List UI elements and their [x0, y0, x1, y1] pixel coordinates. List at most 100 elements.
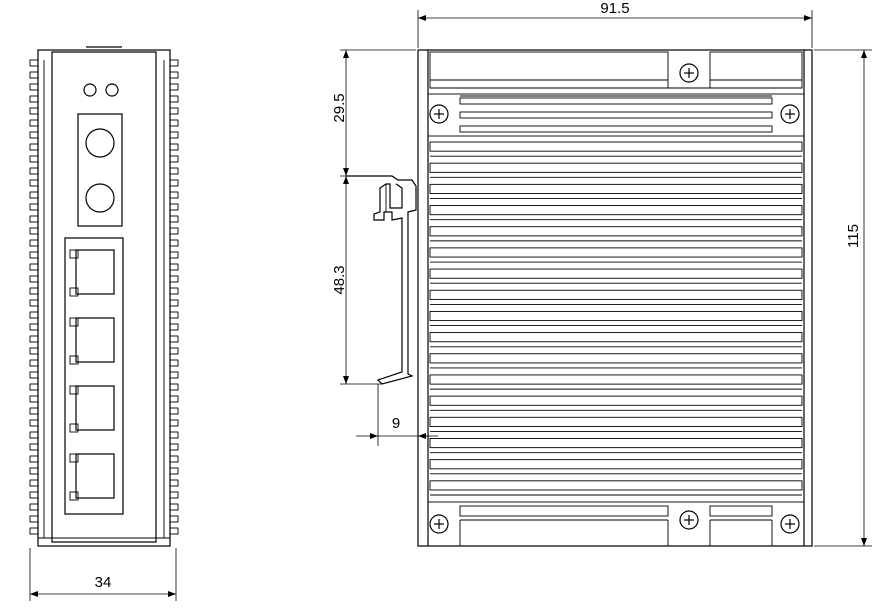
- rj45-port-block: [64, 237, 124, 515]
- lower-slot: [459, 505, 669, 517]
- rj45-port: [75, 385, 115, 431]
- fin-tooth: [29, 335, 39, 343]
- fin-tooth: [29, 383, 39, 391]
- fin: [429, 141, 803, 152]
- rail-depth-label: 9: [392, 415, 400, 432]
- rj45-port: [75, 317, 115, 363]
- fin: [429, 438, 803, 449]
- port-led: [69, 491, 79, 501]
- fin-tooth: [29, 71, 39, 79]
- din-rail-clip: [346, 175, 417, 385]
- fin: [429, 162, 803, 173]
- fin-tooth: [29, 263, 39, 271]
- fin-tooth: [169, 431, 179, 439]
- fin-tooth: [29, 119, 39, 127]
- fin: [429, 395, 803, 406]
- side-body-outline: [417, 49, 813, 547]
- fin-tooth: [29, 431, 39, 439]
- fin-tooth: [29, 191, 39, 199]
- led-indicator: [83, 83, 97, 97]
- fin-tooth: [169, 515, 179, 523]
- fin-tooth: [29, 311, 39, 319]
- fin-tooth: [169, 155, 179, 163]
- screw: [780, 514, 800, 534]
- fin-tooth: [29, 347, 39, 355]
- side-width-label: 91.5: [600, 0, 629, 17]
- port-led: [69, 287, 79, 297]
- screws: [429, 63, 800, 534]
- fin: [429, 268, 803, 279]
- screw: [679, 63, 699, 83]
- rj45-port: [75, 249, 115, 295]
- fin-tooth: [169, 215, 179, 223]
- front-body-outline: [37, 49, 171, 547]
- rail-height-label: 48.3: [331, 265, 348, 294]
- fin-tooth: [29, 407, 39, 415]
- fiber-port-housing: [77, 113, 123, 227]
- fin-tooth: [29, 455, 39, 463]
- fiber-port: [85, 128, 115, 158]
- fin-tooth: [169, 203, 179, 211]
- fin: [429, 353, 803, 364]
- fin-tooth: [29, 275, 39, 283]
- fin-tooth: [169, 83, 179, 91]
- fin-tooth: [169, 95, 179, 103]
- fin: [429, 374, 803, 385]
- fin-tooth: [169, 419, 179, 427]
- screw: [780, 104, 800, 124]
- fin-tooth: [29, 107, 39, 115]
- fin-tooth: [169, 323, 179, 331]
- fin-tooth: [29, 215, 39, 223]
- fin-tooth: [29, 515, 39, 523]
- front-panel: [51, 51, 157, 543]
- lower-slot: [709, 505, 773, 517]
- lower-plate: [427, 501, 805, 547]
- port-led: [69, 453, 79, 463]
- top-vent-left: [429, 51, 669, 89]
- fin-tooth: [169, 143, 179, 151]
- fin-tooth: [169, 71, 179, 79]
- rail-height-dimension: 48.3: [331, 175, 382, 385]
- upper-slot: [459, 125, 773, 133]
- fin-tooth: [169, 527, 179, 535]
- fin-tooth: [29, 239, 39, 247]
- fin-tooth: [169, 107, 179, 115]
- side-view: [346, 49, 813, 547]
- fin-tooth: [29, 323, 39, 331]
- screw: [429, 104, 449, 124]
- fin-tooth: [29, 131, 39, 139]
- fin-tooth: [29, 203, 39, 211]
- fin-tooth: [29, 59, 39, 67]
- screw: [679, 510, 699, 530]
- fin: [429, 289, 803, 300]
- fin-tooth: [169, 263, 179, 271]
- fin: [429, 205, 803, 216]
- rj45-ports: [69, 249, 115, 501]
- fin-tooth: [29, 419, 39, 427]
- fin-tooth: [29, 83, 39, 91]
- port-led: [69, 385, 79, 395]
- rail-top-offset-label: 29.5: [331, 93, 348, 122]
- fin-tooth: [169, 299, 179, 307]
- front-width-dimension: 34: [29, 548, 177, 601]
- fin-tooth: [169, 311, 179, 319]
- height-dimension: 115: [814, 49, 872, 547]
- fin-tooth: [169, 227, 179, 235]
- fin: [429, 459, 803, 470]
- fin-tooth: [29, 299, 39, 307]
- fin-tooth: [169, 491, 179, 499]
- rail-depth-dimension: 9: [356, 384, 438, 446]
- port-led: [69, 249, 79, 259]
- fiber-port: [85, 183, 115, 213]
- port-led: [69, 355, 79, 365]
- rj45-port: [75, 453, 115, 499]
- fin-tooth: [169, 455, 179, 463]
- fin: [429, 247, 803, 258]
- heat-sink-fins: [429, 141, 803, 496]
- front-right-fins: [169, 59, 179, 535]
- top-vent-right: [709, 51, 803, 89]
- side-width-dimension: 91.5: [417, 0, 813, 48]
- fin-tooth: [169, 59, 179, 67]
- fin-tooth: [169, 371, 179, 379]
